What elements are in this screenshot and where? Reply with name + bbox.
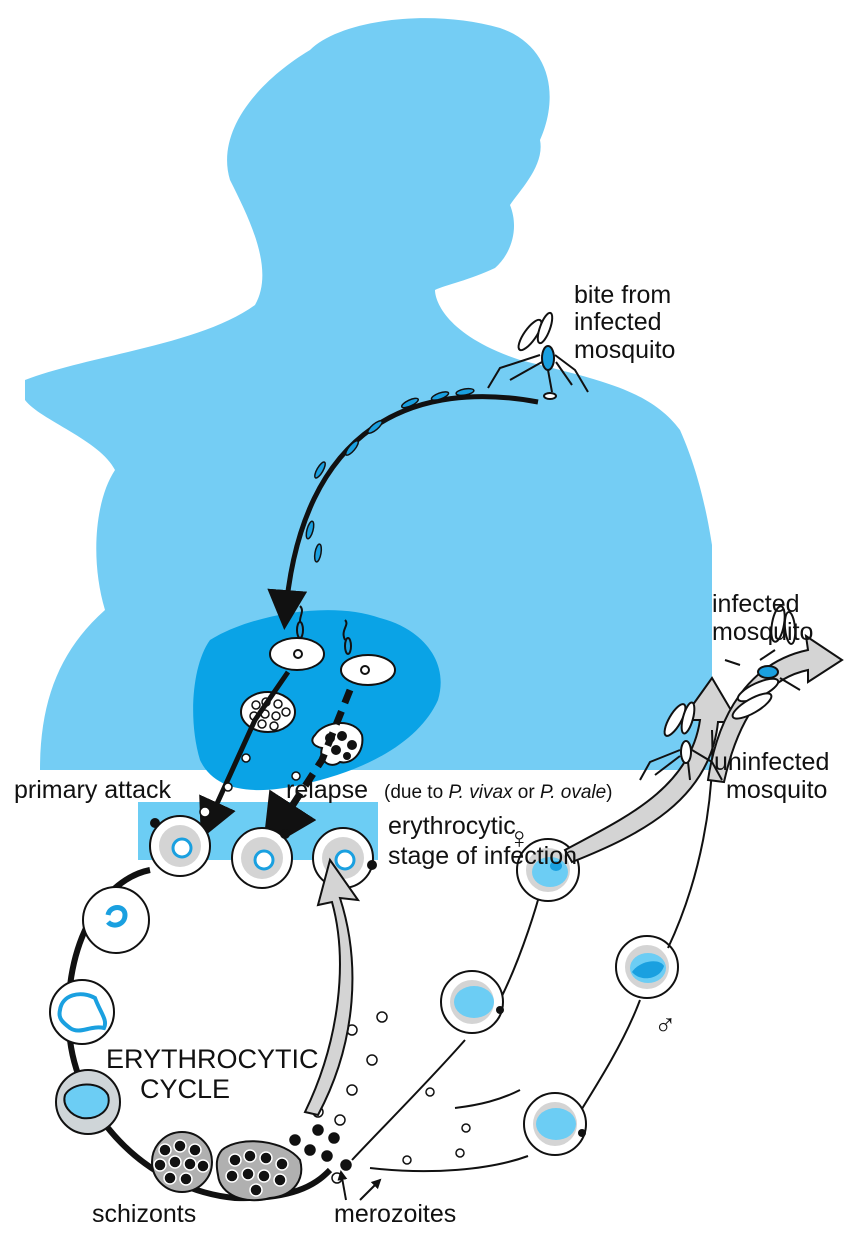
uninfected-mosquito-label-line1: uninfected [714,748,829,776]
relapse-note-open: (due to [384,782,448,803]
infected-mosquito-label-line1: infected [712,590,800,618]
female-symbol: ♀ [508,822,531,855]
merozoites-pointer-1 [341,1172,346,1200]
relapse-label: relapse [286,776,368,804]
merozoites-pointer-2 [360,1180,380,1200]
erythrocytic-cycle-label-line1: ERYTHROCYTIC [106,1044,319,1074]
merozoites-label: merozoites [334,1200,456,1228]
bite-label-line3: mosquito [574,336,675,364]
infected-mosquito-label-line2: mosquito [712,618,813,646]
reinvasion-arrow [305,860,358,1115]
relapse-note-or: or [513,782,540,803]
ring-stage-rbc [83,887,149,953]
primary-attack-label: primary attack [14,776,171,804]
relapse-note-species1: P. vivax [448,782,514,803]
uninfected-mosquito-label-line2: mosquito [726,776,827,804]
bite-label-line1: bite from [574,281,671,309]
male-symbol: ♂ [654,1009,677,1042]
relapse-note: (due to P. vivax or P. ovale) [384,782,613,803]
gametocyte-branch [352,839,678,1171]
schizonts-label: schizonts [92,1200,196,1228]
erythrocytic-stage-label-line2: stage of infection [388,842,577,870]
relapse-note-species2: P. ovale [540,782,606,803]
erythrocytic-cycle-label-line2: CYCLE [140,1074,230,1104]
erythrocytic-stage-label-line1: erythrocytic [388,812,516,840]
bite-label-line2: infected [574,308,662,336]
relapse-note-close: ) [606,782,612,803]
